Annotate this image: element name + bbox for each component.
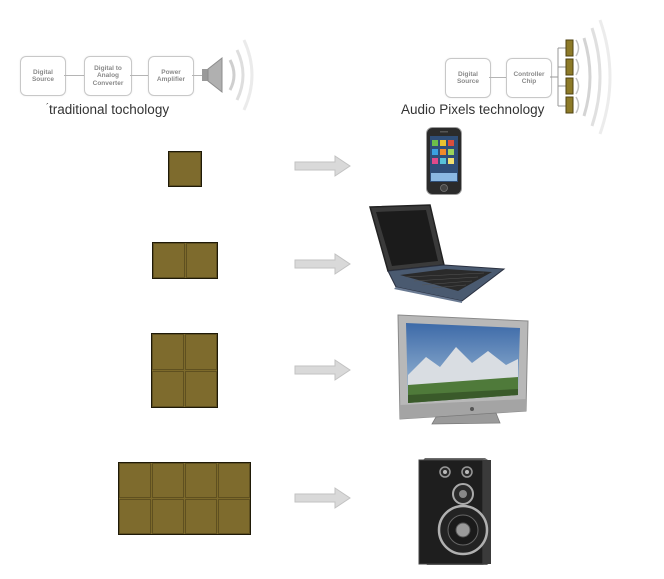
audio-pixel (169, 152, 201, 186)
digital-source-block: Digital Source (445, 58, 491, 98)
dac-block: Digital to Analog Converter (84, 56, 132, 96)
connector-line (130, 75, 148, 76)
pixel-array-2x2 (151, 333, 218, 408)
flat-tv-icon (397, 314, 529, 425)
laptop-icon (369, 204, 506, 303)
audio-pixel (218, 499, 250, 534)
loudspeaker-icon (418, 458, 491, 565)
audio-pixel (185, 463, 217, 498)
connector-line (64, 75, 84, 76)
digital-source-block: Digital Source (20, 56, 66, 96)
pixel-array-1x1 (168, 151, 202, 187)
smartphone-icon (426, 127, 462, 195)
audio-pixel (185, 371, 217, 407)
cone-speaker-icon (202, 39, 254, 111)
audio-pixel (152, 499, 184, 534)
audio-pixel (218, 463, 250, 498)
pixel-array-2x4 (118, 462, 251, 535)
arrow-right-icon (294, 487, 351, 509)
arrow-right-icon (294, 359, 351, 381)
pixel-array-1x2 (152, 242, 218, 279)
audio-pixel (153, 243, 185, 278)
arrow-right-icon (294, 253, 351, 275)
audio-pixel (185, 499, 217, 534)
audio-pixels-caption: Audio Pixels technology (401, 102, 545, 117)
controller-chip-block: Controller Chip (506, 58, 552, 98)
audio-pixel (152, 371, 184, 407)
audio-pixel (119, 463, 151, 498)
traditional-caption: ´traditional tochology (46, 102, 170, 117)
audio-pixel (152, 334, 184, 370)
connector-line (489, 77, 506, 78)
audio-pixel (185, 243, 217, 278)
power-amplifier-block: Power Amplifier (148, 56, 194, 96)
connector-line (192, 75, 204, 76)
audio-pixel (152, 463, 184, 498)
audio-pixel (185, 334, 217, 370)
audio-pixel (119, 499, 151, 534)
pixel-array-speaker-icon (550, 19, 612, 135)
arrow-right-icon (294, 155, 351, 177)
